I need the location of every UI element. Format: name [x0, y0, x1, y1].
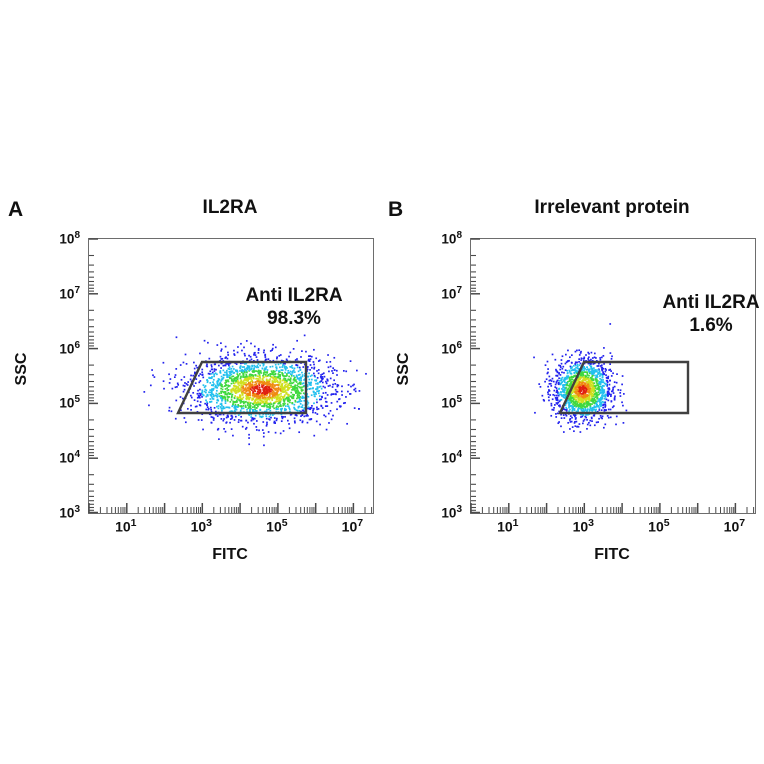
panel-a-gate-label: Anti IL2RA 98.3%	[209, 284, 379, 330]
panel-b-x-minor-ticks	[481, 507, 755, 513]
panel-a-plot-area: Anti IL2RA 98.3%	[88, 238, 374, 514]
panel-b-gate-label: Anti IL2RA 1.6%	[626, 291, 764, 337]
y-tick-label: 108	[441, 229, 462, 247]
y-tick-label: 108	[59, 229, 80, 247]
panel-b-scatter-cloud	[533, 323, 628, 433]
panel-a-x-major-ticks	[88, 503, 355, 513]
panel-b-x-tick-labels: 101 103 105 107	[470, 517, 754, 543]
panel-a-y-tick-labels: 108 107 106 105 104 103	[34, 230, 80, 521]
y-tick-label: 104	[441, 448, 462, 466]
panel-b: B Irrelevant protein 108 107 106 105 104…	[380, 190, 764, 570]
panel-b-gate-label-line1: Anti IL2RA	[662, 292, 760, 313]
panel-a-title: IL2RA	[202, 197, 258, 218]
panel-a-y-axis-title: SSC	[13, 352, 30, 386]
panel-a-gate-label-line1: Anti IL2RA	[245, 285, 343, 306]
panel-b-gate-polygon	[558, 360, 690, 415]
y-tick-label: 106	[59, 339, 80, 356]
panel-b-gate-label-line2: 1.6%	[689, 315, 733, 337]
x-tick-label: 103	[190, 517, 213, 535]
x-tick-label: 103	[572, 517, 595, 535]
y-tick-label: 104	[59, 448, 80, 466]
y-tick-label: 107	[59, 284, 80, 302]
panel-a-x-axis-title: FITC	[212, 546, 248, 563]
panel-a-x-tick-labels: 101 103 105 107	[88, 517, 372, 543]
panel-a-plot-svg	[88, 238, 373, 514]
panel-b-plot-area: Anti IL2RA 1.6%	[470, 238, 760, 514]
panel-a-gate-polygon	[176, 360, 308, 415]
x-tick-label: 105	[266, 517, 288, 535]
panel-a-letter: A	[8, 198, 24, 221]
x-tick-label: 107	[341, 517, 364, 535]
panel-a-y-major-ticks	[89, 238, 98, 514]
panel-a-scatter-cloud	[143, 334, 367, 447]
x-tick-label: 107	[723, 517, 746, 535]
panel-b-y-minor-ticks	[471, 254, 476, 511]
panel-a-y-minor-ticks	[89, 254, 94, 511]
y-tick-label: 105	[441, 394, 462, 411]
x-tick-label: 101	[497, 517, 519, 535]
panel-b-y-tick-labels: 108 107 106 105 104 103	[416, 230, 462, 521]
y-tick-label: 103	[441, 503, 462, 521]
y-tick-label: 103	[59, 503, 80, 521]
panel-b-plot-svg	[470, 238, 755, 514]
panel-b-y-major-ticks	[471, 238, 480, 514]
panel-a-x-minor-ticks	[99, 507, 373, 513]
x-tick-label: 105	[648, 517, 670, 535]
panel-b-y-axis-title: SSC	[395, 352, 412, 386]
panel-b-x-axis-title: FITC	[594, 546, 630, 563]
panel-a: A IL2RA 108 107 106 105 104 103 SSC	[0, 190, 390, 570]
y-tick-label: 105	[59, 394, 80, 411]
panel-b-letter: B	[388, 198, 404, 221]
x-tick-label: 101	[115, 517, 137, 535]
y-tick-label: 106	[441, 339, 462, 356]
panel-b-title: Irrelevant protein	[534, 197, 690, 218]
panel-a-gate-label-line2: 98.3%	[267, 308, 321, 330]
y-tick-label: 107	[441, 284, 462, 302]
panel-b-x-major-ticks	[470, 503, 737, 513]
